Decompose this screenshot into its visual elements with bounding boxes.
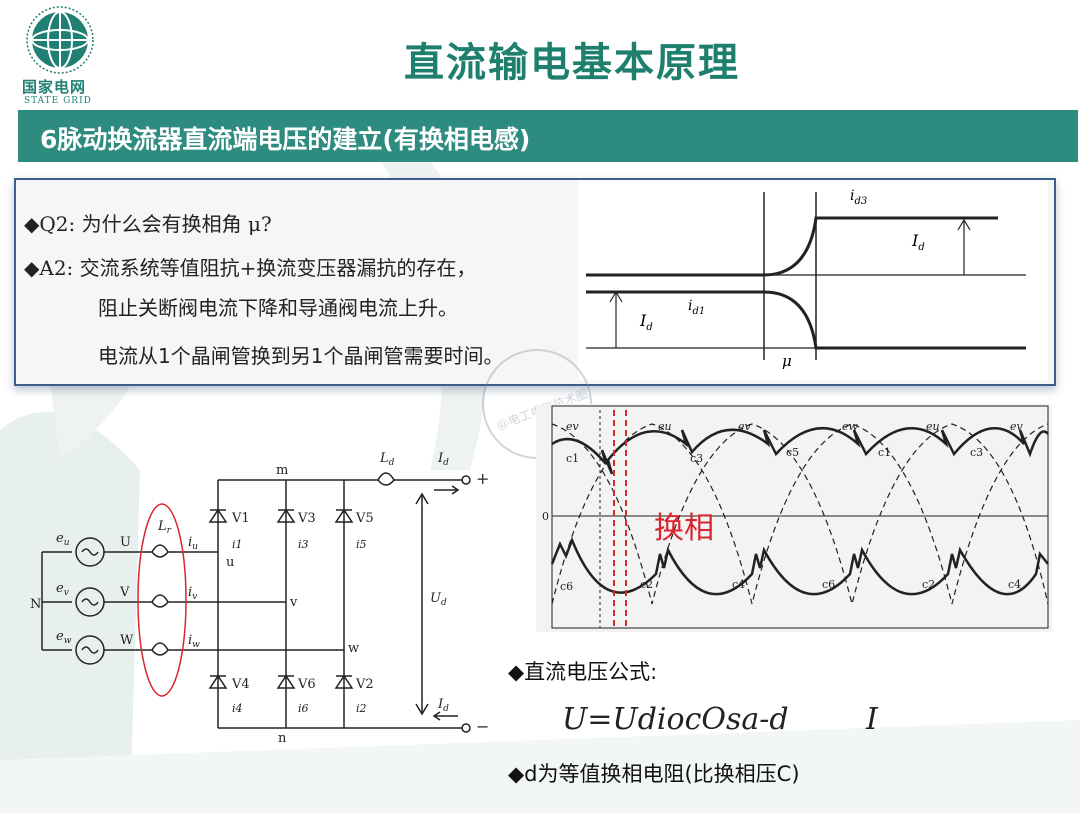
svg-text:c3: c3 xyxy=(970,446,983,459)
svg-text:iu: iu xyxy=(188,535,198,552)
svg-text:i1: i1 xyxy=(232,538,243,551)
svg-text:m: m xyxy=(276,463,288,478)
svg-text:Lr: Lr xyxy=(157,519,172,536)
inductor-Ld xyxy=(377,472,395,486)
svg-text:V5: V5 xyxy=(355,511,374,526)
svg-text:c5: c5 xyxy=(786,446,799,459)
svg-text:c1: c1 xyxy=(878,446,891,459)
inductor-u xyxy=(151,544,169,558)
page-title: 直流输电基本原理 xyxy=(404,40,740,86)
svg-text:V3: V3 xyxy=(297,511,316,526)
svg-text:c2: c2 xyxy=(922,578,935,591)
svg-text:0: 0 xyxy=(542,510,549,523)
thyristor-V5 xyxy=(334,508,354,523)
svg-text:i5: i5 xyxy=(356,538,367,551)
svg-text:eu: eu xyxy=(926,420,940,433)
dc-voltage-formula-current: I xyxy=(866,702,878,737)
svg-text:eu: eu xyxy=(658,420,672,433)
subtitle: 6脉动换流器直流端电压的建立(有换相电感) xyxy=(40,125,531,154)
thyristor-V3 xyxy=(276,508,296,523)
svg-text:V1: V1 xyxy=(231,511,250,526)
logo-name: 国家电网 xyxy=(22,78,87,96)
upper-envelope xyxy=(551,426,1049,475)
thyristor-V6 xyxy=(276,674,296,689)
svg-text:N: N xyxy=(30,597,41,612)
label-mu: μ xyxy=(782,352,792,370)
label-Id-left: Id xyxy=(639,311,653,333)
svg-text:c1: c1 xyxy=(566,452,579,465)
svg-text:−: − xyxy=(476,717,489,736)
svg-text:ev: ev xyxy=(738,420,752,433)
svg-text:ev: ev xyxy=(566,420,580,433)
svg-text:w: w xyxy=(348,641,359,656)
svg-text:V4: V4 xyxy=(231,677,250,692)
svg-text:c4: c4 xyxy=(732,578,745,591)
label-id3: id3 xyxy=(850,188,867,207)
dc-voltage-formula: U=UdiocOsa-d xyxy=(562,702,789,737)
svg-text:ew: ew xyxy=(842,420,859,433)
commutation-label: 换相 xyxy=(654,511,714,546)
answer-a2: ◆A2: 交流系统等值阻抗+换流变压器漏抗的存在， xyxy=(24,256,477,280)
logo-english-name: STATE GRID xyxy=(24,96,92,106)
svg-text:Id: Id xyxy=(437,451,449,468)
svg-text:iv: iv xyxy=(188,585,197,602)
svg-text:ev: ev xyxy=(1010,420,1024,433)
svg-text:i3: i3 xyxy=(298,538,309,551)
svg-text:V2: V2 xyxy=(355,677,374,692)
svg-text:U: U xyxy=(120,535,131,550)
thyristor-V2 xyxy=(334,674,354,689)
svg-text:c3: c3 xyxy=(690,452,703,465)
label-id1: id1 xyxy=(688,298,705,317)
lower-envelope xyxy=(550,536,1049,596)
id3-waveform xyxy=(586,216,998,277)
svg-text:W: W xyxy=(120,633,134,648)
svg-text:V: V xyxy=(119,585,130,600)
svg-text:ev: ev xyxy=(56,581,69,598)
state-grid-logo xyxy=(26,6,94,74)
svg-text:Ud: Ud xyxy=(430,591,447,608)
svg-text:i6: i6 xyxy=(298,702,309,715)
thyristor-V1 xyxy=(208,508,228,523)
formula-note: ◆d为等值换相电阻(比换相压C) xyxy=(508,762,800,786)
inductor-v xyxy=(151,594,169,608)
svg-text:V6: V6 xyxy=(297,677,316,692)
svg-text:c4: c4 xyxy=(1008,578,1021,591)
svg-text:n: n xyxy=(278,731,287,746)
label-Id-right: Id xyxy=(911,231,925,253)
subtitle-bar: 6脉动换流器直流端电压的建立(有换相电感) xyxy=(18,110,1078,162)
formula-heading: ◆直流电压公式: xyxy=(508,660,658,684)
svg-text:i2: i2 xyxy=(356,702,367,715)
svg-text:eu: eu xyxy=(56,531,70,548)
answer-a2-line2: 阻止关断阀电流下降和导通阀电流上升。 xyxy=(98,296,458,320)
commutation-waveform: ev eu ev ew eu ev c1 c3 c5 c1 c3 c6 c2 c… xyxy=(536,404,1052,632)
commutation-marker xyxy=(613,410,627,628)
thyristor-V4 xyxy=(208,674,228,689)
six-pulse-converter-circuit: eu ev ew N U V W Lr iu iv iw m n u v w V… xyxy=(30,451,489,746)
svg-text:Id: Id xyxy=(437,697,449,714)
answer-a2-line3: 电流从1个晶闸管换到另1个晶闸管需要时间。 xyxy=(98,344,504,368)
svg-text:u: u xyxy=(226,555,234,570)
svg-text:c6: c6 xyxy=(822,578,835,591)
svg-text:v: v xyxy=(289,595,298,610)
svg-text:+: + xyxy=(476,469,489,488)
inductor-w xyxy=(151,642,169,656)
highlight-ellipse xyxy=(137,503,187,697)
svg-text:Ld: Ld xyxy=(379,451,395,468)
svg-text:ew: ew xyxy=(56,629,72,646)
commutation-current-diagram: id3 Id id1 Id μ xyxy=(578,180,1048,380)
question-q2: ◆Q2: 为什么会有换相角 μ? xyxy=(24,212,272,236)
id1-waveform xyxy=(586,290,1026,350)
svg-text:iw: iw xyxy=(188,633,200,650)
svg-text:i4: i4 xyxy=(232,702,243,715)
svg-text:c2: c2 xyxy=(640,578,653,591)
svg-text:c6: c6 xyxy=(560,580,573,593)
